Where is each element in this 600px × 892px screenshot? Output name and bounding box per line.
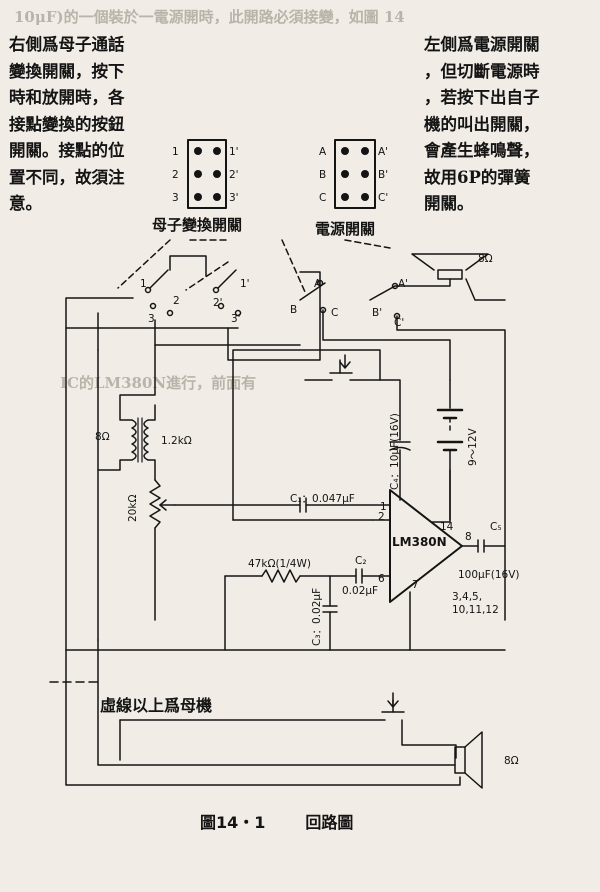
pin-label-c: C [319, 192, 326, 204]
contact-label-1: 1 [140, 278, 147, 290]
power-switch-pin-box: A B C A' B' C' [319, 139, 388, 209]
left-annotation: 右側爲母子通話 變換開關，按下 時和放開時，各 接點變換的按鈕 開關。接點的位 … [9, 35, 125, 213]
pin-label-3: 3 [172, 192, 179, 204]
right-annotation: 左側爲電源開關 ，但切斷電源時 ，若按下出自子 機的叫出開關， 會產生蜂鳴聲， … [424, 35, 540, 213]
ic-ground-pins: 3,4,5,10,11,12 [452, 591, 499, 616]
contact-label-2: 2 [173, 295, 180, 307]
power-switch-symbol: A B C A' B' C' [281, 239, 408, 329]
c4-label: C₄：10μF(16V) [389, 413, 401, 490]
figure-title: 回路圖 [305, 813, 354, 832]
c2-value-label: 0.02μF [342, 585, 378, 597]
pin-label-2: 2 [172, 169, 179, 181]
contact-label-b: B [290, 304, 297, 316]
speaker-top-value: 8Ω [478, 253, 493, 265]
ic-pin-7: 7 [412, 579, 419, 591]
ic-pin-14: 14 [440, 521, 454, 533]
ic-pin-6: 6 [378, 573, 385, 585]
contact-label-bp: B' [372, 307, 382, 319]
pin-label-ap: A' [378, 146, 388, 158]
pin-label-3p: 3' [229, 192, 239, 204]
ic-label: LM380N [392, 535, 447, 549]
contact-label-cp: C' [394, 317, 404, 329]
ic-pin-2: 2 [378, 511, 385, 523]
mother-child-switch-pin-box: 1 2 3 1' 2' 3' [172, 139, 239, 209]
contact-label-2p: 2' [213, 297, 223, 309]
bleed-through-text: 10μF)的一個裝於一電源開時，此開路必須接變，如圖 14 [14, 8, 405, 26]
wiring [65, 271, 506, 786]
figure-number: 圖14・1 [200, 813, 266, 832]
c1-label: C₁：0.047μF [290, 493, 355, 505]
power-switch-label: 電源開關 [315, 220, 376, 238]
mother-child-switch-label: 母子變換開關 [152, 216, 243, 234]
figure-caption: 圖14・1 回路圖 [200, 809, 353, 833]
pin-label-1p: 1' [229, 146, 239, 158]
speaker-top-icon: 8Ω [411, 253, 493, 280]
battery-label: 9～12V [467, 427, 479, 466]
pin-label-b: B [319, 169, 326, 181]
resistor-label: 47kΩ(1/4W) [248, 558, 311, 570]
c5-name-label: C₅ [490, 521, 502, 533]
ic-pin-1: 1 [380, 501, 387, 513]
potentiometer-label: 20kΩ [127, 495, 139, 522]
transformer-secondary-label: 1.2kΩ [161, 435, 192, 447]
contact-label-3: 3 [148, 313, 155, 325]
call-switch-arrow [339, 354, 351, 369]
contact-label-1p: 1' [240, 278, 250, 290]
contact-label-c: C [331, 307, 338, 319]
bottom-switch-arrow [387, 692, 399, 708]
contact-label-ap: A' [398, 278, 408, 290]
pin-label-a: A [319, 146, 327, 158]
pin-label-cp: C' [378, 192, 388, 204]
ic-pin-8: 8 [465, 531, 472, 543]
speaker-bottom-icon: 8Ω [454, 731, 519, 789]
bleed-through-text: IC的LM380N進行，前面有 [60, 374, 257, 392]
pin-label-bp: B' [378, 169, 388, 181]
speaker-bottom-value: 8Ω [504, 755, 519, 767]
contact-label-3p: 3' [231, 313, 241, 325]
pin-label-1: 1 [172, 146, 179, 158]
dashed-line-note: 虛線以上爲母機 [100, 696, 213, 715]
c3-label: C₃：0.02μF [311, 588, 323, 646]
c5-value-label: 100μF(16V) [458, 569, 520, 581]
contact-label-a: A [314, 278, 322, 290]
transformer-primary-label: 8Ω [95, 431, 110, 443]
c2-name-label: C₂ [355, 555, 367, 567]
mother-child-switch-symbol: 1 3 2 1' 2' 3' [117, 239, 250, 325]
pin-label-2p: 2' [229, 169, 239, 181]
